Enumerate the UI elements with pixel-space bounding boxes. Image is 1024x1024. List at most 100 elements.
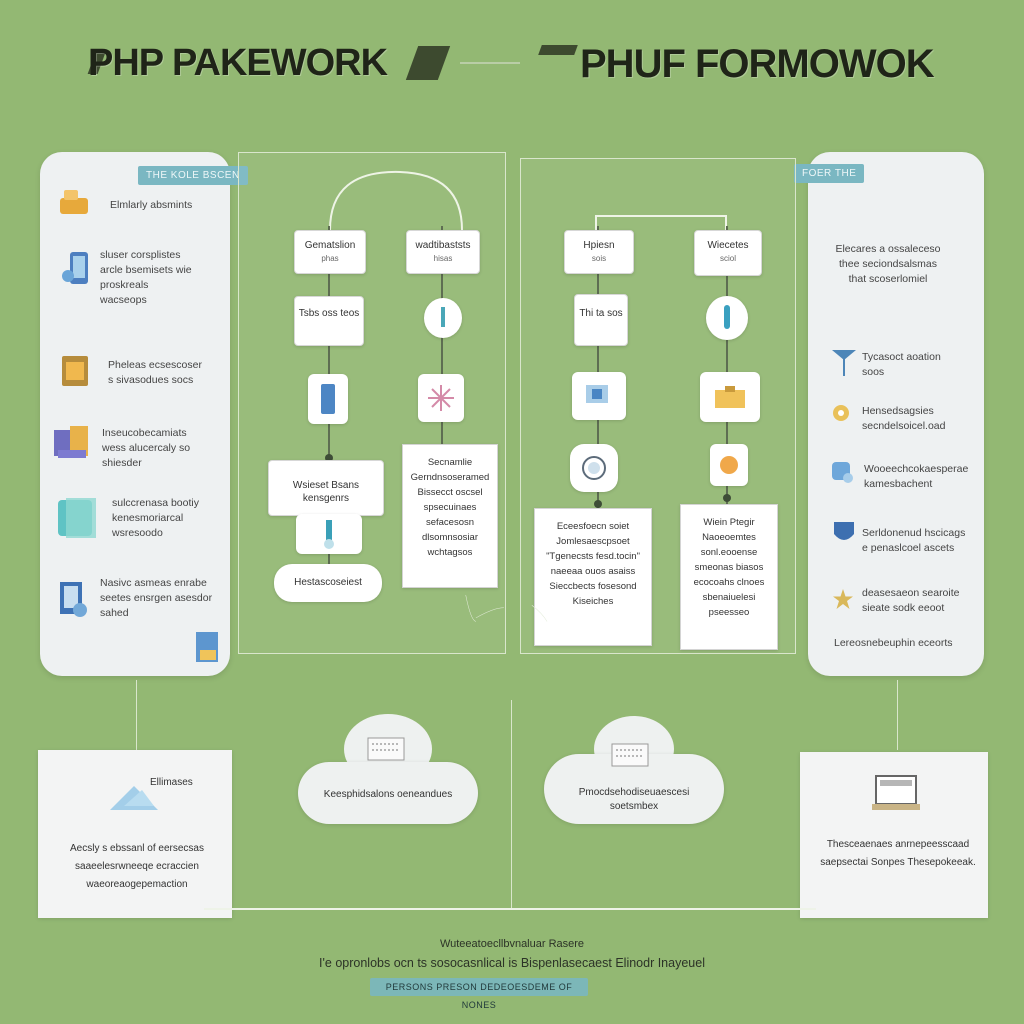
left-item-4: Inseucobecamiats wess alucercaly so shie… <box>102 427 191 469</box>
right-col1-card-text: Eceesfoecn soiet Jomlesaescpsoet "Tgenec… <box>546 521 640 607</box>
right-item-4: Serldonenud hscicags e penaslcoel ascets <box>862 527 966 554</box>
right-col2-top-sub: sciol <box>719 254 736 263</box>
server-stack-icon <box>54 426 88 458</box>
left-col1-top-node: Gematslion phas <box>294 230 366 274</box>
bottom-right-text: Thesceaenaes anrnepeesscaad saepsectai S… <box>820 839 976 868</box>
footer-heading: Wuteeatoecllbvnaluar Rasere <box>439 938 585 950</box>
right-col1-top-sub: sois <box>591 254 607 263</box>
title-right: PHUF FORMOWOK <box>580 42 935 86</box>
bottom-left-box <box>38 750 232 918</box>
book-icon <box>196 632 218 662</box>
left-col1-device-node <box>308 374 348 424</box>
title-left: PHP PAKEWORK <box>88 42 388 84</box>
right-col1-top-node: Hpiesn sois <box>564 230 634 274</box>
left-col2-card: Secnamlie Gerndnsoseramed Bissecct oscse… <box>402 444 498 588</box>
left-flow-loop <box>329 170 463 231</box>
title-connector <box>460 62 520 64</box>
document-icon <box>60 582 87 617</box>
footer-rule <box>204 908 816 910</box>
title-center-block <box>405 46 451 80</box>
left-item-2: sluser corsplistes arcle bsemisets wie p… <box>100 249 192 306</box>
left-col1-card-text: Wsieset Bsans kensgenrs <box>292 480 360 504</box>
right-col2-dot <box>723 494 731 502</box>
bottom-left-label: Ellimases <box>150 777 193 788</box>
gear-icon <box>833 405 849 421</box>
phone-icon <box>321 384 335 414</box>
right-panel-tab: FOER THE <box>794 164 865 183</box>
center-vertical-drop <box>511 700 512 908</box>
left-col2-sparkle-node <box>418 374 464 422</box>
right-col1-mid-text: Thi ta sos <box>579 308 623 319</box>
cloud-left <box>298 762 478 824</box>
right-col2-top-node: Wiecetes sciol <box>694 230 762 276</box>
right-col2-card-text: Wiein Ptegir Naoeoemtes sonl.eooense sme… <box>693 517 765 618</box>
right-item-6: Lereosnebeuphin eceorts <box>834 637 953 649</box>
sparkle-icon <box>428 385 454 411</box>
cloud-left-text: Keesphidsalons oeneandues <box>323 789 453 800</box>
graduation-icon <box>110 786 158 810</box>
footer-badge: PERSONS PRESON DEDEOESDEME OF NONES <box>370 978 588 1010</box>
left-item-6: Nasivc asmeas enrabe seetes ensrgen ases… <box>100 577 213 619</box>
cloud-right-text: Pmocdsehodiseuaescesi soetsmbex <box>578 787 690 812</box>
right-col1-dial-node <box>570 444 618 492</box>
right-col1-card: Eceesfoecn soiet Jomlesaescpsoet "Tgenec… <box>534 508 652 646</box>
right-col1-device-node <box>572 372 626 420</box>
right-vertical-drop <box>897 680 898 750</box>
flask-icon <box>324 520 334 549</box>
left-col1-mid-text: Tsbs oss teos <box>298 308 360 319</box>
footer-subheading: I'e opronlobs ocn ts sosocasnlical is Bi… <box>319 956 705 970</box>
left-col1-mid-node: Tsbs oss teos <box>294 296 364 346</box>
left-col2-top-sub: hisas <box>433 254 453 263</box>
right-col2-bulb-node <box>706 296 748 340</box>
title-right-deco <box>538 45 578 55</box>
shield-icon <box>834 522 854 540</box>
left-col2-bulb-node <box>424 298 462 338</box>
right-col1-line <box>597 226 599 516</box>
left-vertical-drop <box>136 680 137 750</box>
left-panel-tab: THE KOLE BSCEN <box>138 166 248 185</box>
lightbulb-icon <box>724 305 730 329</box>
left-col2-line <box>441 226 443 456</box>
cup-icon <box>832 462 853 483</box>
right-col2-line <box>726 226 728 506</box>
right-col2-card: Wiein Ptegir Naoeoemtes sonl.eooense sme… <box>680 504 778 650</box>
left-item-5: sulccrenasa bootiy kenesmoriarcal wsreso… <box>112 497 199 539</box>
folder-hand-icon <box>60 190 88 214</box>
left-col2-top-node: wadtibaststs hisas <box>406 230 480 274</box>
left-col1-pill-text: Hestascoseiest <box>294 577 362 588</box>
bottom-left-text: Aecsly s ebssanl of eersecsas saaeelesrw… <box>70 843 204 890</box>
server-icon <box>367 737 405 761</box>
right-item-2: Hensedsagsies secndelsoicel.oad <box>862 405 946 432</box>
right-panel-intro: Elecares a ossaleceso thee seciondsalsma… <box>835 243 941 285</box>
right-col1-top-title: Hpiesn <box>583 240 615 251</box>
database-server-icon <box>611 743 649 767</box>
open-folder-icon <box>62 356 88 386</box>
right-col2-box-node <box>700 372 760 422</box>
right-col1-dot <box>594 500 602 508</box>
briefcase-icon <box>715 386 745 408</box>
laptop-icon <box>872 775 920 810</box>
right-col2-orb-node <box>710 444 748 486</box>
orb-icon <box>720 456 738 474</box>
flow-connectors <box>465 595 548 622</box>
left-col2-top-title: wadtibaststs <box>415 240 471 251</box>
monitor-icon <box>586 385 608 403</box>
left-col1-card: Wsieset Bsans kensgenrs <box>268 460 384 516</box>
left-col1-pill: Hestascoseiest <box>274 564 382 602</box>
right-col2-top-title: Wiecetes <box>707 240 749 251</box>
star-icon <box>833 589 853 609</box>
left-col1-top-title: Gematslion <box>304 240 356 251</box>
right-flow-loop <box>595 215 727 232</box>
left-col1-dot <box>325 454 333 462</box>
database-icon <box>58 498 96 538</box>
left-col1-flask-node <box>296 514 362 554</box>
right-item-1: Tycasoct aoation soos <box>862 351 941 378</box>
bulb-icon <box>441 307 445 327</box>
right-item-3: Wooeechcokaesperae kamesbachent <box>864 463 969 490</box>
left-item-1: Elmlarly absmints <box>110 199 193 211</box>
flag-icon <box>832 350 856 376</box>
left-col1-top-sub: phas <box>321 254 339 263</box>
right-col1-mid-node: Thi ta sos <box>574 294 628 346</box>
right-item-5: deasesaeon searoite sieate sodk eeoot <box>862 587 960 614</box>
left-item-3: Pheleas ecsescoser s sivasodues socs <box>108 359 202 386</box>
